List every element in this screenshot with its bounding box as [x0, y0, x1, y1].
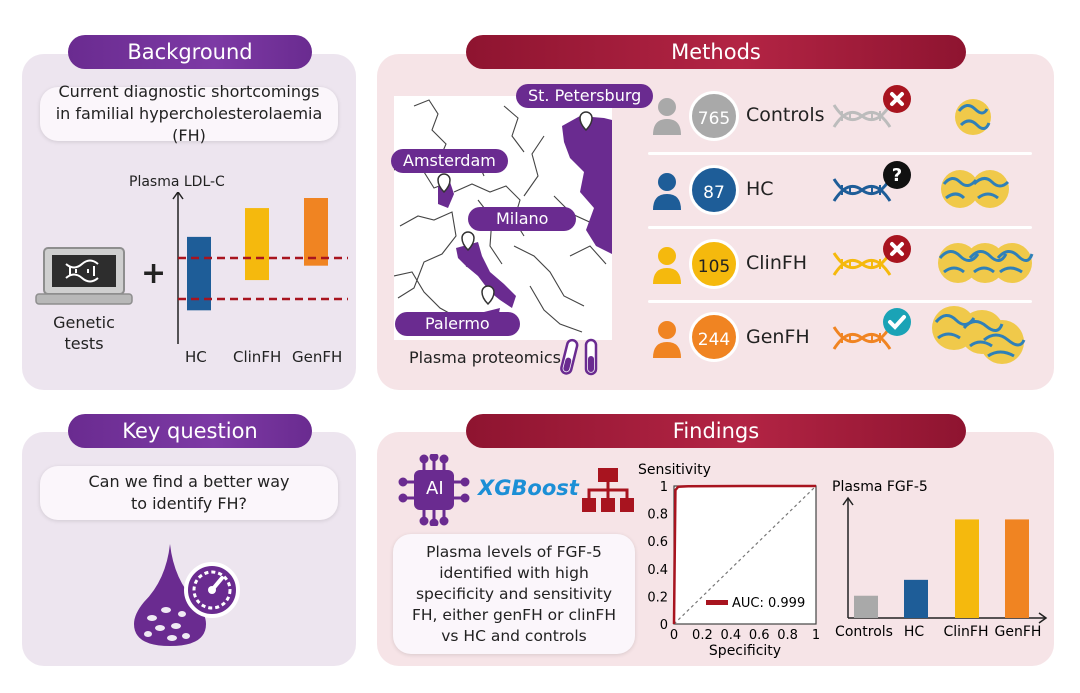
city-amsterdam: Amsterdam — [391, 149, 508, 173]
methods-title: Methods — [466, 35, 966, 69]
fgf5-x-tick: Controls — [835, 624, 893, 640]
key-question-title: Key question — [68, 414, 312, 448]
group-count-genfh: 244 — [689, 312, 739, 362]
key-question-card: Can we find a better way to identify FH? — [40, 466, 338, 520]
person-icon — [653, 321, 681, 358]
ldl-chart — [172, 192, 348, 344]
cross-badge-icon — [883, 85, 911, 113]
roc-legend-swatch — [706, 600, 728, 605]
roc-chart: Sensitivity 00 0.2 0.2 0.4 0.4 0.6 0.6 0.8 0.8 1 1S… — [638, 462, 820, 659]
city-milano: Milano — [468, 207, 577, 231]
group-label-controls: Controls — [746, 104, 825, 126]
lipid-particle-icon — [955, 99, 991, 135]
fgf5-bar-clinfh — [955, 519, 979, 618]
hierarchy-icon — [582, 468, 634, 512]
cross-badge-icon — [883, 235, 911, 263]
ldl-bar-genfh — [304, 198, 328, 266]
ldl-bar-clinfh — [245, 208, 269, 281]
row-separator — [648, 152, 1032, 155]
plasma-proteomics-label: Plasma proteomics — [409, 348, 561, 367]
roc-x-tick: 0.4 — [720, 628, 741, 643]
row-separator — [648, 300, 1032, 303]
roc-legend-label: AUC: 0.999 — [732, 596, 805, 611]
roc-x-tick: 0.8 — [777, 628, 798, 643]
svg-text:?: ? — [892, 165, 902, 186]
fgf5-y-arrow — [842, 496, 854, 506]
roc-x-tick: 0.2 — [692, 628, 713, 643]
person-icon — [653, 173, 681, 210]
fgf5-x-tick: HC — [904, 624, 925, 640]
roc-x-tick: 0.6 — [749, 628, 770, 643]
dna-icon — [832, 178, 892, 202]
person-icon — [653, 98, 681, 135]
roc-y-label: Sensitivity — [638, 462, 711, 478]
fgf5-bar-hc — [904, 579, 928, 618]
roc-y-tick: 0 — [660, 618, 668, 633]
group-label-clinfh: ClinFH — [746, 252, 808, 274]
ldl-tick-genfh: GenFH — [292, 348, 343, 366]
fgf5-x-tick: ClinFH — [943, 624, 988, 640]
person-icon — [653, 247, 681, 284]
group-count-controls: 765 — [689, 91, 739, 141]
check-badge-icon — [883, 308, 911, 336]
laptop-icon — [35, 247, 133, 305]
roc-y-tick: 0.8 — [647, 508, 668, 523]
ldl-tick-hc: HC — [185, 348, 207, 366]
roc-y-tick: 0.6 — [647, 535, 668, 550]
fgf5-x-tick: GenFH — [995, 624, 1042, 640]
shortcoming-text: Current diagnostic shortcomings in famil… — [55, 82, 323, 145]
fgf5-y-label: Plasma FGF-5 — [832, 479, 928, 495]
dna-icon — [832, 104, 892, 128]
group-label-hc: HC — [746, 178, 774, 200]
finding-card: Plasma levels of FGF-5 identified with h… — [393, 534, 635, 654]
lipid-particles-icon — [938, 243, 1034, 283]
test-tubes-icon — [560, 338, 598, 376]
genetic-tests-label: Genetic tests — [53, 313, 115, 353]
key-question-text: Can we find a better way to identify FH? — [88, 472, 290, 513]
plus-sign: + — [141, 256, 167, 291]
roc-x-label: Specificity — [709, 643, 781, 659]
group-count-hc: 87 — [689, 165, 739, 215]
ldl-axis-label: Plasma LDL-C — [129, 174, 225, 190]
ldl-tick-clinfh: ClinFH — [233, 348, 282, 366]
lipid-particles-icon — [941, 170, 1010, 208]
roc-x-tick: 1 — [812, 628, 820, 643]
ai-label: AI — [426, 478, 444, 499]
roc-x-tick: 0 — [670, 628, 678, 643]
city-palermo: Palermo — [395, 312, 520, 336]
group-count-clinfh: 105 — [689, 239, 739, 289]
roc-y-tick: 0.4 — [647, 563, 668, 578]
ldl-axis-arrow — [172, 192, 184, 200]
xgboost-label: XGBoost — [478, 476, 579, 500]
roc-plot-area — [673, 485, 817, 625]
roc-y-tick: 0.2 — [647, 590, 668, 605]
roc-y-tick: 1 — [660, 480, 668, 495]
city-st-petersburg: St. Petersburg — [516, 84, 654, 108]
finding-text: Plasma levels of FGF-5 identified with h… — [411, 542, 616, 645]
shortcoming-card: Current diagnostic shortcomings in famil… — [40, 82, 338, 145]
lipid-particles-icon — [932, 306, 1026, 364]
background-title: Background — [68, 35, 312, 69]
group-label-genfh: GenFH — [746, 326, 810, 348]
dna-icon — [832, 326, 892, 350]
ai-chip-icon — [398, 454, 470, 526]
roc-curve — [672, 484, 816, 625]
fgf5-bar-controls — [854, 595, 878, 618]
fgf5-bar-genfh — [1005, 519, 1029, 618]
question-badge-icon: ? — [883, 161, 911, 189]
findings-title: Findings — [466, 414, 966, 448]
fgf5-x-arrow — [1038, 612, 1048, 624]
blood-drop-gauge-icon — [134, 544, 240, 646]
row-separator — [648, 226, 1032, 229]
dna-icon — [832, 252, 892, 276]
